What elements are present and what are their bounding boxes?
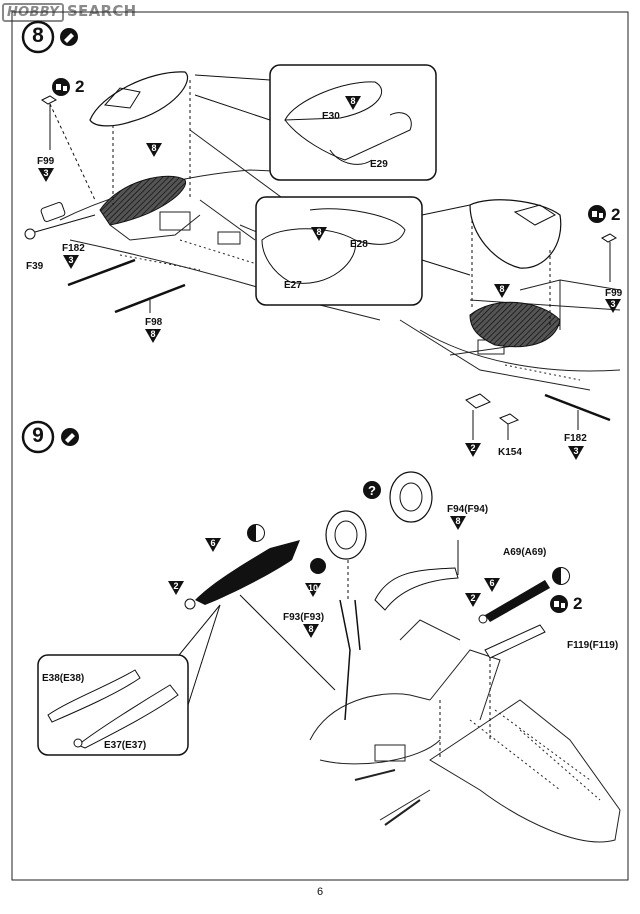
label-e27: E27 xyxy=(284,280,302,291)
step9-airframe xyxy=(309,619,621,843)
paint-tri-inset-bottom xyxy=(311,227,327,241)
step8-qty-right: 2 xyxy=(611,205,621,224)
paint-f94: 8 xyxy=(455,516,461,526)
label-f39: F39 xyxy=(26,261,44,272)
step8-right-airframe xyxy=(399,279,621,391)
page-frame xyxy=(11,11,629,881)
paint-bomb-nose: 2 xyxy=(173,581,179,591)
step9-a69-part xyxy=(485,580,550,622)
label-e29: E29 xyxy=(370,159,388,170)
label-f119: F119(F119) xyxy=(567,640,619,651)
label-e37: E37(E37) xyxy=(104,740,147,751)
label-k154: K154 xyxy=(498,447,522,458)
paint-tri-bomb-body xyxy=(205,538,221,552)
step9-number: 9 xyxy=(32,424,44,447)
paint-tri-bomb-nose xyxy=(168,581,184,595)
paint-f93: 8 xyxy=(308,624,314,634)
paint-fuselage-left: 8 xyxy=(151,143,157,153)
paint-tri-f99-right xyxy=(605,299,621,313)
label-f182-right: F182 xyxy=(564,433,587,444)
step9-bomb xyxy=(195,540,300,605)
step9-gear-door xyxy=(374,567,459,611)
paint-f99-left: 3 xyxy=(43,168,49,178)
step8-number: 8 xyxy=(32,24,44,47)
paint-k154: 2 xyxy=(470,443,476,453)
paint-tri-f182-left xyxy=(63,255,79,269)
step8-right-cover-part xyxy=(469,199,562,269)
step8-left-wheel-well xyxy=(99,175,187,226)
step8-number-circle xyxy=(21,20,55,54)
paint-inset-bottom: 8 xyxy=(316,227,322,237)
step8-qty-left: 2 xyxy=(75,77,85,96)
paint-a69-a: 6 xyxy=(489,578,495,588)
watermark-text: SEARCH xyxy=(66,2,137,20)
paint-tri-k154 xyxy=(465,443,481,457)
label-f99-right: F99 xyxy=(605,288,623,299)
paint-tri-f99-left xyxy=(38,168,54,182)
paint-tri-f98 xyxy=(145,329,161,343)
step9-inset-bomb xyxy=(37,654,189,756)
paint-f182-left: 3 xyxy=(68,255,74,265)
page-number: 6 xyxy=(316,886,324,898)
label-f99-left: F99 xyxy=(37,156,55,167)
paint-f182-right: 3 xyxy=(573,446,579,456)
paint-tri-fuselage-left xyxy=(146,143,162,157)
paint-strut: 10 xyxy=(307,583,318,593)
paint-tri-inset-top xyxy=(345,96,361,110)
step9-gear-strut xyxy=(339,599,351,721)
paint-inset-top: 8 xyxy=(350,96,356,106)
label-e28: E28 xyxy=(350,239,368,250)
step8-left-cover-part xyxy=(89,71,189,127)
paint-tri-a69-b xyxy=(465,593,481,607)
step8-right-wheel-well xyxy=(469,301,561,348)
label-f182-left: F182 xyxy=(62,243,85,254)
label-a69: A69(A69) xyxy=(503,547,547,558)
label-f93: F93(F93) xyxy=(283,612,325,623)
paint-bomb-body: 6 xyxy=(210,538,216,548)
label-f94: F94(F94) xyxy=(447,504,489,515)
svg-text:?: ? xyxy=(368,483,376,498)
step8-glue-icon-mark xyxy=(64,33,74,43)
label-e38: E38(E38) xyxy=(42,673,85,684)
step9-bomb-nose xyxy=(184,598,196,610)
paint-f98: 8 xyxy=(150,329,156,339)
paint-tri-fuselage-right xyxy=(494,284,510,298)
paint-tri-a69-a xyxy=(484,578,500,592)
paint-f99-right: 3 xyxy=(610,299,616,309)
step9-f119-part xyxy=(484,624,546,659)
step9-question-icon xyxy=(363,481,381,499)
step9-cut-icon xyxy=(310,558,326,574)
step9-wheel-right xyxy=(389,471,433,523)
label-e30: E30 xyxy=(322,111,340,122)
paint-tri-f94 xyxy=(450,516,466,530)
paint-fuselage-right: 8 xyxy=(499,284,505,294)
label-f98: F98 xyxy=(145,317,163,328)
step9-qty-right: 2 xyxy=(573,594,583,613)
paint-tri-f93 xyxy=(303,624,319,638)
paint-a69-b: 2 xyxy=(470,593,476,603)
paint-tri-f182-right xyxy=(568,446,584,460)
step9-wheel-left xyxy=(325,510,367,560)
step9-number-circle xyxy=(21,420,55,454)
step8-inset-top xyxy=(269,64,437,181)
paint-tri-strut xyxy=(305,583,321,597)
